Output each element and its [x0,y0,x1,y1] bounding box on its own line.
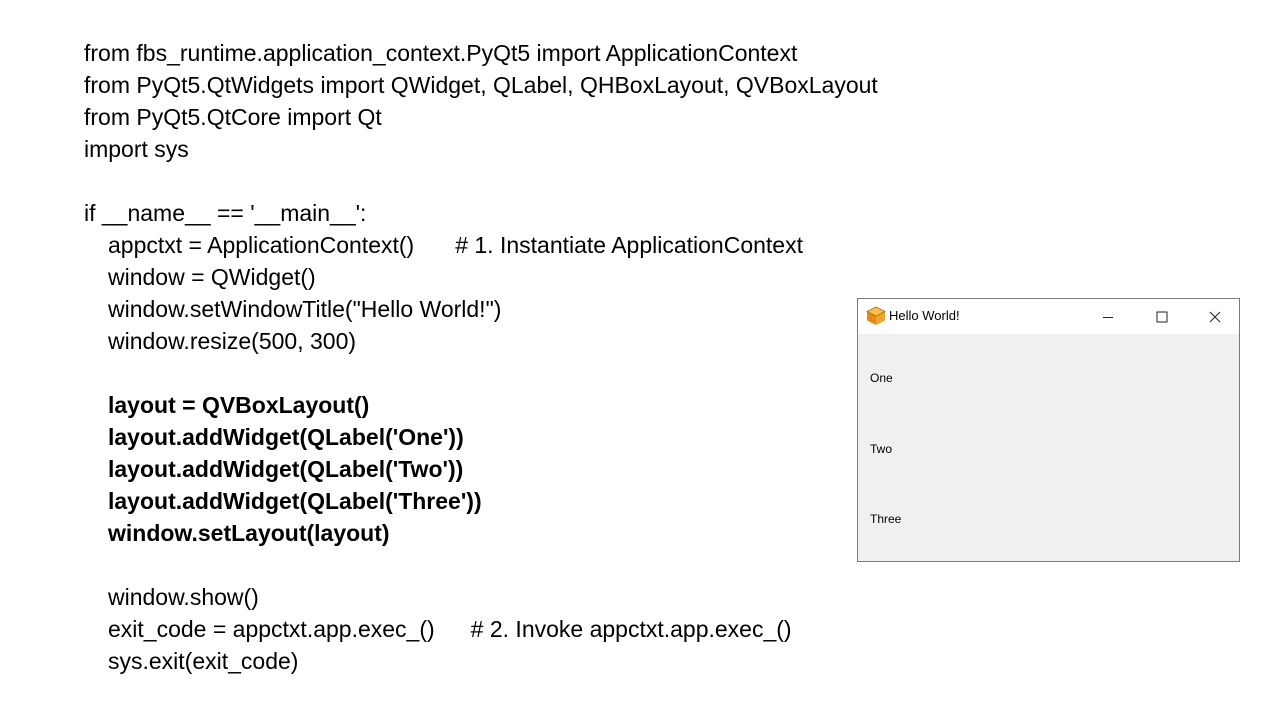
code-line: window.show() [108,584,259,610]
label-one: One [870,371,893,385]
window-titlebar[interactable]: Hello World! [858,299,1239,334]
maximize-button[interactable] [1139,299,1185,334]
code-line: from PyQt5.QtWidgets import QWidget, QLa… [84,72,878,98]
code-line: window = QWidget() [108,264,316,290]
code-blank-line [84,357,878,389]
code-listing: from fbs_runtime.application_context.PyQ… [84,37,878,677]
label-two: Two [870,442,893,456]
minimize-button[interactable] [1085,299,1131,334]
code-blank-line [84,165,878,197]
close-icon [1209,311,1221,322]
code-comment: # 2. Invoke appctxt.app.exec_() [470,616,792,642]
code-line: window.setWindowTitle("Hello World!") [108,296,502,322]
code-statement: appctxt = ApplicationContext() [108,232,415,258]
code-line: from fbs_runtime.application_context.PyQ… [84,40,798,66]
code-line-highlight: window.setLayout(layout) [108,520,390,546]
code-line: sys.exit(exit_code) [108,648,299,674]
code-blank-line [84,549,878,581]
label-three: Three [870,512,902,526]
code-line-highlight: layout.addWidget(QLabel('Two')) [108,456,464,482]
code-line: import sys [84,136,189,162]
code-line: from PyQt5.QtCore import Qt [84,104,382,130]
minimize-icon [1103,316,1113,318]
app-box-icon [865,305,887,327]
code-comment: # 1. Instantiate ApplicationContext [455,232,803,258]
window-title: Hello World! [889,308,960,323]
code-line: if __name__ == '__main__': [84,200,367,226]
window-client-area: One Two Three [858,334,1239,561]
code-line-highlight: layout = QVBoxLayout() [108,392,370,418]
code-line-with-comment: exit_code = appctxt.app.exec_() # 2. Invo… [84,613,878,645]
hello-world-window[interactable]: Hello World! One Two Three [857,298,1240,562]
close-button[interactable] [1192,299,1238,334]
code-line-highlight: layout.addWidget(QLabel('Three')) [108,488,482,514]
code-line-highlight: layout.addWidget(QLabel('One')) [108,424,464,450]
code-line-with-comment: appctxt = ApplicationContext() # 1. Insta… [84,229,878,261]
code-line: window.resize(500, 300) [108,328,357,354]
maximize-icon [1156,311,1168,322]
code-statement: exit_code = appctxt.app.exec_() [108,616,435,642]
